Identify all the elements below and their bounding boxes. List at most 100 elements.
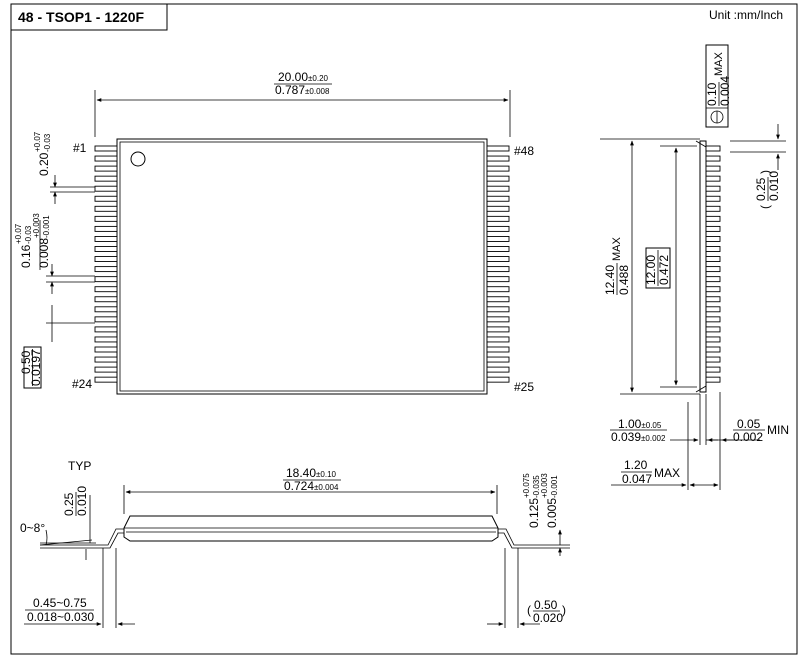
lead-right-41: [486, 215, 510, 222]
lead-right-44: [486, 185, 510, 192]
lead-side-7: [705, 205, 721, 212]
left-lead-row: [94, 145, 118, 383]
dim-thickness-mm: 1.00±0.05: [618, 417, 662, 431]
lead-left-22: [94, 356, 118, 363]
package-body-front: [123, 515, 499, 542]
lead-side-19: [705, 326, 721, 333]
dim-foot-length-mm: 0.45~0.75: [33, 596, 87, 610]
svg-text:0.125: 0.125: [527, 498, 541, 528]
dim-pitch-mm: 0.50: [19, 350, 33, 374]
lead-right-31: [486, 316, 510, 323]
lead-left-7: [94, 205, 118, 212]
lead-right-38: [486, 246, 510, 252]
lead-left-12: [94, 256, 118, 262]
lead-side-2: [705, 155, 721, 162]
dim-body-length-mm: 20.00±0.20: [278, 70, 329, 84]
dim-lead-width-top: 0.20 +0.07 -0.03: [33, 131, 52, 176]
svg-text:(: (: [758, 205, 772, 209]
dim-pitch-box: [23, 346, 42, 389]
lead-left-4: [94, 175, 118, 182]
lead-side-3: [705, 165, 721, 172]
svg-text:0.010: 0.010: [767, 171, 781, 201]
dim-clearance-in: 0.002: [733, 430, 763, 444]
lead-left-9: [94, 225, 118, 232]
svg-text:12.00: 12.00: [644, 255, 658, 285]
dim-lead-width-mm: 0.16 +0.07 -0.03: [14, 223, 33, 268]
dim-body-width-box: [645, 247, 671, 289]
lead-left-8: [94, 215, 118, 222]
sheet-border: [10, 3, 798, 655]
right-lead-row: [486, 145, 510, 383]
lead-side-4: [705, 175, 721, 182]
lead-right-30: [486, 326, 510, 333]
title-box: [10, 3, 168, 31]
dim-lead-thickness-mm: 0.125 +0.075 -0.035: [522, 473, 541, 528]
lead-left-21: [94, 346, 118, 353]
lead-side-11: [705, 246, 721, 252]
lead-left-3: [94, 165, 118, 172]
lead-left-10: [94, 235, 118, 242]
svg-text:-0.035: -0.035: [532, 475, 541, 498]
dim-foot-ref-mm: 0.50: [534, 598, 558, 612]
lead-left-24: [94, 376, 118, 383]
side-view-right: 12.40 0.488 MAX 12.00 0.472 0.10 0.004 M…: [600, 44, 789, 490]
lead-right-32: [486, 306, 510, 313]
dim-body-width-mm: 12.00: [644, 255, 658, 285]
lead-right-33: [486, 296, 510, 303]
lead-side-24: [705, 376, 721, 383]
package-title: 48 - TSOP1 - 1220F: [18, 9, 145, 25]
side-lead-row: [705, 145, 721, 383]
lead-left-15: [94, 286, 118, 293]
lead-right-46: [486, 165, 510, 172]
dim-top-offset: ( 0.25 0.010 ): [754, 170, 781, 209]
dim-lead-span-mm: 18.40±0.10: [286, 466, 337, 480]
svg-text:-0.03: -0.03: [24, 225, 33, 244]
dim-lead-thickness-in: 0.005 +0.003 -0.001: [540, 473, 559, 528]
dim-height-mm: 1.20: [624, 458, 648, 472]
dim-height-suffix: MAX: [654, 466, 680, 480]
lead-right-42: [486, 205, 510, 212]
lead-side-20: [705, 336, 721, 343]
svg-text:0.005: 0.005: [545, 498, 559, 528]
dim-lead-width-in: 0.008 +0.003 -0.001: [32, 213, 51, 268]
dim-standoff-box: [705, 44, 729, 128]
svg-text:-0.001: -0.001: [42, 215, 51, 238]
pin-label-48: #48: [514, 144, 534, 158]
gull-wing-lead-left: [40, 528, 124, 546]
svg-text:0.20: 0.20: [37, 152, 51, 176]
lead-side-5: [705, 185, 721, 192]
lead-left-16: [94, 296, 118, 303]
svg-text:0.25: 0.25: [754, 177, 768, 201]
pin-label-25: #25: [514, 380, 534, 394]
lead-left-11: [94, 246, 118, 252]
lead-side-9: [705, 225, 721, 232]
lead-left-17: [94, 306, 118, 313]
lead-right-48: [486, 145, 510, 152]
lead-right-37: [486, 256, 510, 262]
svg-text:+0.07: +0.07: [33, 131, 42, 152]
svg-text:MAX: MAX: [713, 52, 725, 77]
lead-left-20: [94, 336, 118, 343]
dim-typ-mm: 0.25 0.010: [62, 486, 89, 516]
lead-side-1: [705, 145, 721, 152]
svg-text:+0.003: +0.003: [540, 473, 549, 498]
svg-text:0.0197: 0.0197: [29, 349, 43, 386]
dim-clearance-mm: 0.05: [737, 417, 761, 431]
lead-left-18: [94, 316, 118, 323]
dim-thickness-in: 0.039±0.002: [611, 430, 666, 444]
svg-text:0.472: 0.472: [657, 255, 671, 285]
lead-right-28: [486, 346, 510, 353]
lead-left-5: [94, 185, 118, 192]
dim-foot-ref-in: 0.020: [533, 611, 563, 625]
lead-left-14: [94, 276, 118, 283]
pin-label-24: #24: [72, 377, 92, 391]
unit-label: Unit :mm/Inch: [709, 8, 783, 22]
lead-right-25: [486, 376, 510, 383]
gull-wing-lead-right: [498, 528, 570, 546]
top-view: #1 #24 #48 #25 20.00±0.20 0.787±0.008 0.…: [14, 70, 534, 395]
lead-left-13: [94, 266, 118, 273]
svg-text:0.50: 0.50: [19, 350, 33, 374]
lead-side-13: [705, 266, 721, 273]
svg-text:+0.07: +0.07: [14, 223, 23, 244]
dim-lead-span-in: 0.724±0.004: [284, 479, 339, 493]
